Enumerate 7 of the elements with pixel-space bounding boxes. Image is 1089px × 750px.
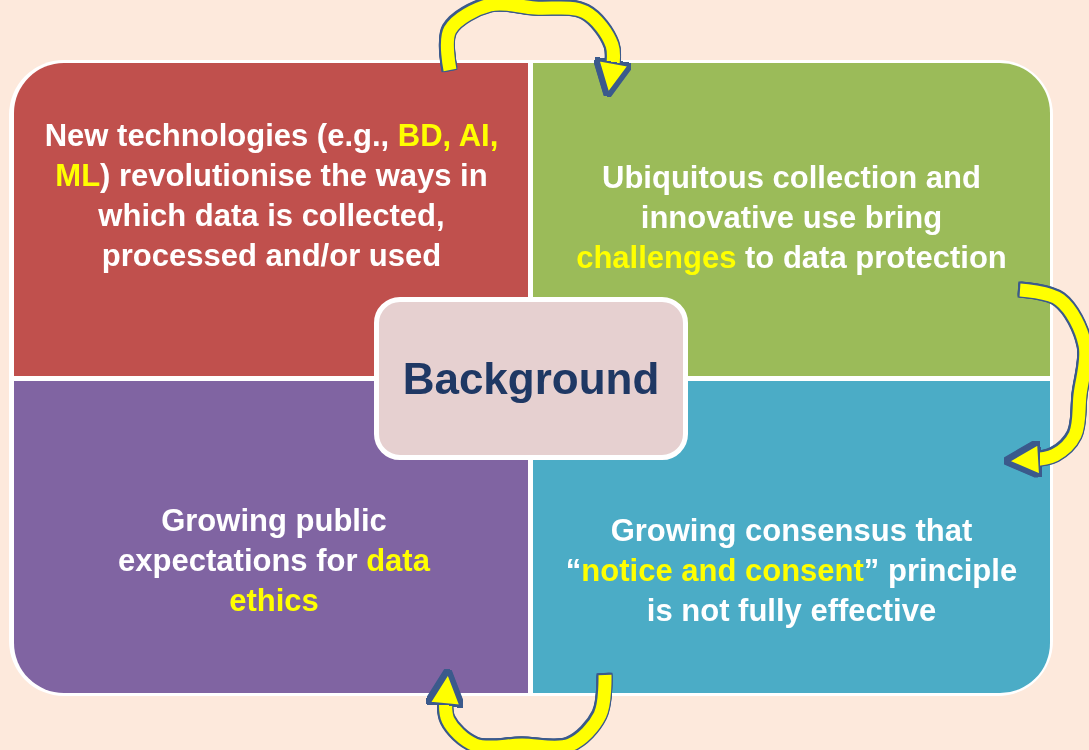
quadrant-text: Growing consensus that “notice and consent” principle is not fully effective — [564, 512, 1019, 630]
quadrant-text: Ubiquitous collection and innovative use bring challenges to data protection — [575, 159, 1008, 277]
heading: Background — [402, 353, 660, 404]
center-box — [374, 297, 688, 460]
quadrant-text: Growing public expectations for data ethics — [117, 502, 432, 620]
curved-arrow — [440, 0, 633, 98]
quadrant-text: New technologies (e.g., BD, AI, ML) revolutionise the ways in which data is collected, processed and/or used — [43, 116, 500, 275]
